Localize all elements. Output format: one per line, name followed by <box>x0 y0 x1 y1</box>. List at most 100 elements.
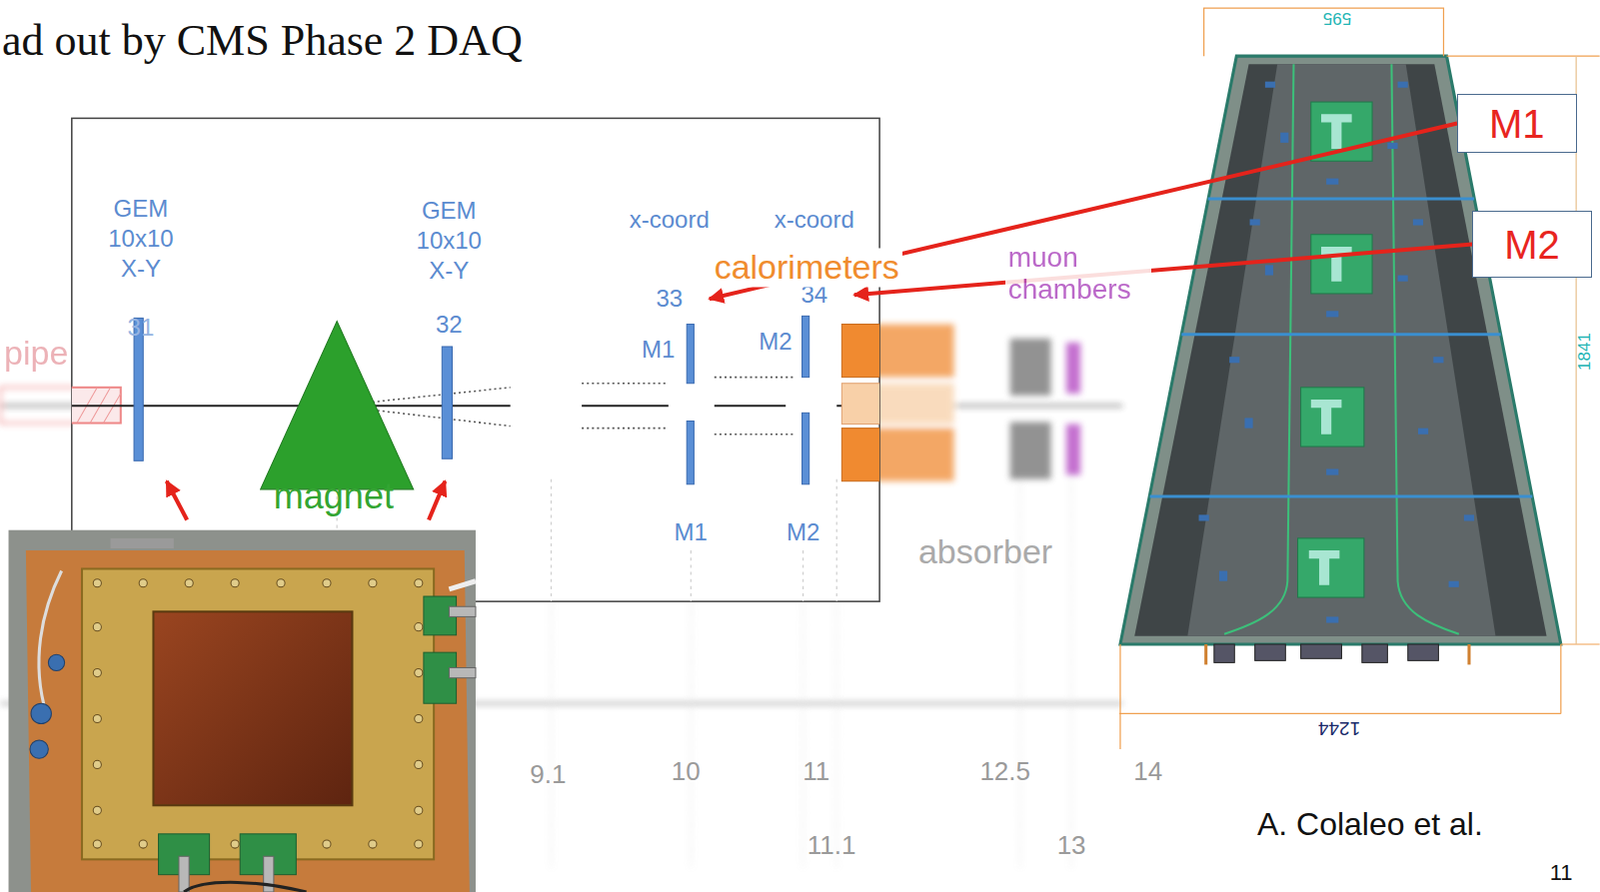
blurred-background <box>1010 422 1052 480</box>
beamline-layout <box>841 324 880 378</box>
detector-module-drawing <box>1413 218 1424 225</box>
gem-photo <box>322 579 331 588</box>
detector-module-drawing <box>1206 644 1470 665</box>
detector-module-drawing <box>1467 644 1471 665</box>
gem-photo <box>414 668 423 677</box>
blurred-background <box>841 324 954 378</box>
gem-photo <box>184 579 193 588</box>
gem-photo <box>183 882 306 892</box>
detector-module-drawing <box>1255 644 1287 661</box>
gem-photo <box>92 840 101 849</box>
gem-photo <box>92 760 101 769</box>
gem-photo <box>448 667 476 678</box>
gem-photo <box>30 703 51 724</box>
detector-module-drawing <box>1204 644 1208 665</box>
detector-module-drawing <box>1219 571 1228 582</box>
beamline-layout <box>686 420 694 484</box>
beamline-layout <box>336 377 796 435</box>
beamline-layout <box>686 324 694 384</box>
gem-photo <box>92 623 101 632</box>
detector-module-drawing <box>1398 275 1409 282</box>
gem-photo <box>152 611 352 806</box>
gem-photo <box>276 579 285 588</box>
absorber-label: absorber <box>918 533 1053 573</box>
detector-module-drawing <box>1464 514 1475 521</box>
gem-photo <box>448 606 476 617</box>
detector-module-drawing <box>1408 644 1440 661</box>
beamline-layout <box>841 383 880 425</box>
detector-module-drawing <box>1326 468 1339 475</box>
station-heading: M2 <box>1504 221 1561 268</box>
station-heading: GEM 10x10 X-Y <box>406 195 491 286</box>
blurred-background <box>1066 342 1081 394</box>
blurred-background <box>1010 338 1052 396</box>
detector-module-drawing <box>1280 132 1289 143</box>
beamline-layout <box>260 320 414 489</box>
gem-photo <box>8 530 476 892</box>
station-label: M1 <box>641 335 675 364</box>
detector-module-drawing <box>1309 113 1353 586</box>
gem-photo <box>368 840 377 849</box>
gem-photo <box>92 714 101 723</box>
gem-photo <box>414 623 423 632</box>
detector-module-drawing <box>1214 644 1440 663</box>
detector-station: GEM 10x10 X-Y 31 <box>98 193 183 342</box>
detector-module-drawing <box>1326 310 1339 317</box>
gem-photo <box>92 579 101 588</box>
detector-module-drawing <box>1387 142 1398 149</box>
detector-module-drawing <box>1214 644 1235 663</box>
detector-module-drawing <box>1418 428 1429 435</box>
callout-number: 33 <box>629 284 710 313</box>
dimension-value: 1244 <box>1317 717 1360 740</box>
blurred-background <box>1070 448 1073 867</box>
beamline-layout <box>802 550 804 602</box>
detector-module-drawing <box>1311 399 1343 435</box>
callout-number: 31 <box>98 313 183 342</box>
detector-module-drawing <box>1309 550 1341 586</box>
gem-photo <box>178 606 476 892</box>
position-value: 11.1 <box>807 832 857 863</box>
gem-photo <box>414 760 423 769</box>
beamline-layout <box>550 479 552 602</box>
gem-photo <box>414 714 423 723</box>
gem-photo <box>368 579 377 588</box>
detector-module-drawing <box>1265 81 1276 88</box>
detector-module-drawing <box>1326 178 1339 185</box>
beamline-layout <box>802 412 810 484</box>
blurred-background <box>1019 448 1022 867</box>
blurred-background <box>841 428 954 482</box>
pipe-label: pipe <box>3 334 68 374</box>
station-heading: GEM 10x10 X-Y <box>98 193 183 284</box>
gem-photo <box>47 654 64 671</box>
gem-photo <box>110 538 174 549</box>
slide-title: ad out by CMS Phase 2 DAQ <box>1 14 523 66</box>
gem-photo <box>414 806 423 815</box>
detector-module-drawing <box>1298 538 1365 598</box>
blurred-background <box>841 383 954 425</box>
station-heading: x-coord <box>629 204 710 235</box>
gem-photo <box>414 579 423 588</box>
dimension-line <box>1204 7 1445 56</box>
detector-module-drawing <box>1150 494 1534 498</box>
gem-photo <box>81 568 434 860</box>
gem-photo <box>230 579 239 588</box>
beamline-layout <box>71 404 880 407</box>
gem-photo <box>92 806 101 815</box>
beamline-layout <box>102 393 120 424</box>
detector-module-drawing <box>1449 581 1460 588</box>
gem-photo <box>38 571 62 715</box>
gem-photo <box>322 840 331 849</box>
position-value: 10 <box>671 757 701 788</box>
credit-text: A. Colaleo et al. <box>1257 806 1484 844</box>
detector-module-drawing <box>1208 196 1475 200</box>
station-label: M1 <box>674 518 708 547</box>
beamline-layout <box>690 550 692 602</box>
gem-photo <box>414 840 423 849</box>
position-value: 9.1 <box>529 760 566 791</box>
detector-module-drawing <box>1311 234 1373 294</box>
beamline-layout <box>802 315 810 377</box>
dimension-line <box>1119 644 1600 750</box>
pointer-arrow <box>854 244 1474 296</box>
detector-module-drawing <box>1433 356 1444 363</box>
